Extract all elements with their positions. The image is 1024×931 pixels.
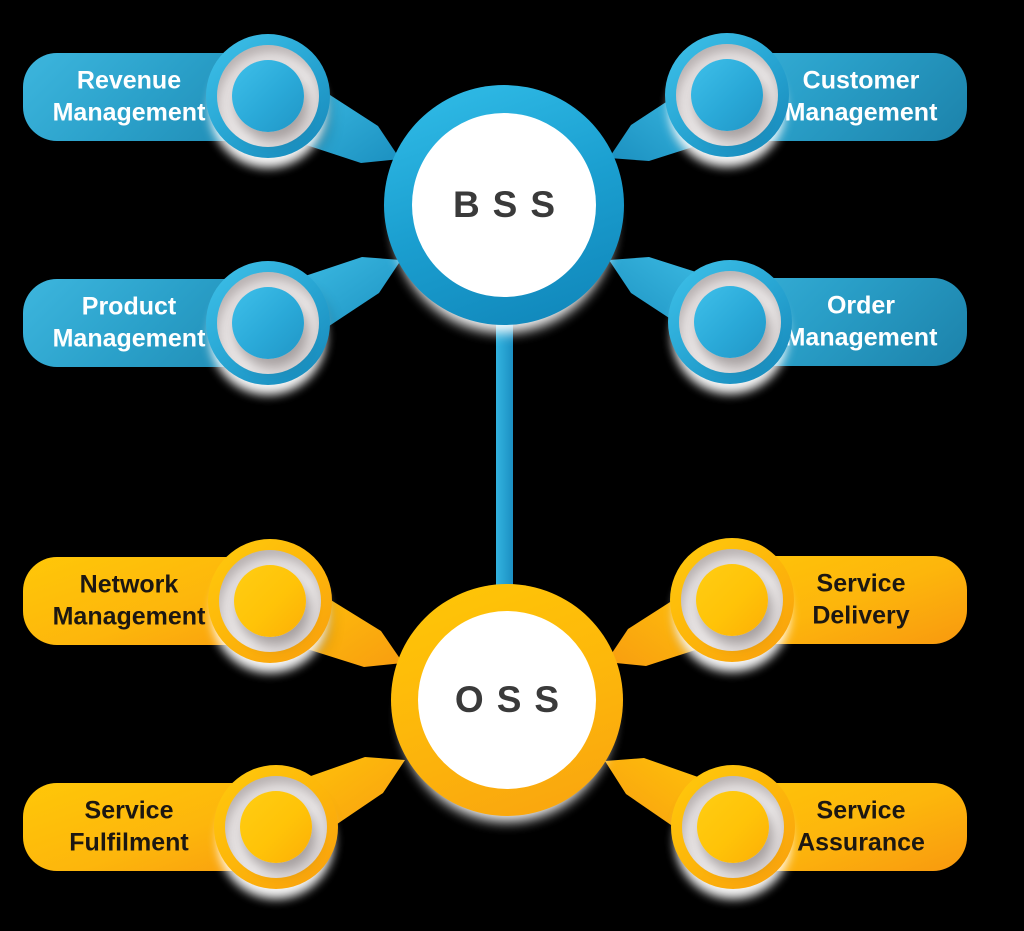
node-bullet-icon: [232, 287, 304, 359]
pill-label: Network Management: [52, 570, 206, 631]
pill-label: Order Management: [784, 291, 938, 352]
node-bullet-icon: [240, 791, 312, 863]
pill-label: Service Delivery: [812, 569, 910, 630]
node-bullet-icon: [232, 60, 304, 132]
node-service-fulfilment: [214, 765, 338, 899]
bss-hub: BSS: [384, 85, 624, 333]
node-bullet-icon: [691, 59, 763, 131]
bss-oss-trunk-line: [496, 320, 513, 602]
node-revenue-management: [206, 34, 330, 168]
pill-label: Service Fulfilment: [69, 796, 189, 857]
node-service-delivery: [670, 538, 794, 672]
node-order-management: [668, 260, 792, 394]
node-product-management: [206, 261, 330, 395]
node-bullet-icon: [234, 565, 306, 637]
node-customer-management: [665, 33, 789, 167]
pill-label: Customer Management: [784, 66, 938, 127]
pill-label: Service Assurance: [797, 796, 925, 857]
node-bullet-icon: [694, 286, 766, 358]
pill-label: Revenue Management: [52, 66, 206, 127]
node-service-assurance: [671, 765, 795, 899]
oss-hub: OSS: [391, 584, 623, 822]
bss-label: BSS: [452, 184, 569, 225]
bss-core: BSS: [412, 113, 596, 297]
node-bullet-icon: [696, 564, 768, 636]
pill-label: Product Management: [52, 292, 206, 353]
node-bullet-icon: [697, 791, 769, 863]
oss-label: OSS: [454, 679, 573, 720]
oss-core: OSS: [418, 611, 596, 789]
node-network-management: [208, 539, 332, 673]
